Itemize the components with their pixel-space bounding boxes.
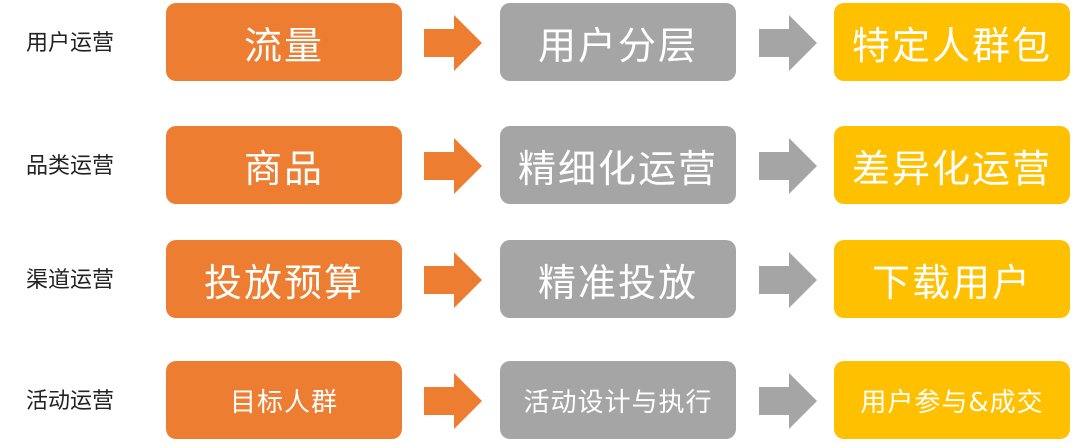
flow-row-user-ops: 用户运营 流量 用户分层 特定人群包: [0, 3, 1080, 85]
arrow-right-icon: [759, 15, 817, 71]
result-box: 差异化运营: [834, 126, 1070, 204]
row-label: 活动运营: [25, 389, 114, 414]
flow-row-channel-ops: 渠道运营 投放预算 精准投放 下载用户: [0, 240, 1080, 322]
arrow-right-icon: [759, 373, 817, 429]
process-box: 用户分层: [500, 3, 736, 81]
process-box: 精准投放: [500, 240, 736, 318]
process-box: 精细化运营: [500, 126, 736, 204]
result-box: 下载用户: [834, 240, 1070, 318]
arrow-right-icon: [424, 138, 482, 194]
source-box: 投放预算: [166, 240, 402, 318]
source-box: 流量: [166, 3, 402, 81]
flow-row-activity-ops: 活动运营 目标人群 活动设计与执行 用户参与&成交: [0, 361, 1080, 443]
result-box: 特定人群包: [834, 3, 1070, 81]
source-box: 目标人群: [166, 361, 402, 439]
row-label: 渠道运营: [25, 268, 114, 293]
row-label: 用户运营: [25, 31, 114, 56]
row-label: 品类运营: [25, 154, 114, 179]
source-box: 商品: [166, 126, 402, 204]
arrow-right-icon: [759, 138, 817, 194]
arrow-right-icon: [424, 15, 482, 71]
arrow-right-icon: [424, 373, 482, 429]
flow-row-category-ops: 品类运营 商品 精细化运营 差异化运营: [0, 126, 1080, 208]
arrow-right-icon: [759, 252, 817, 308]
result-box: 用户参与&成交: [834, 361, 1070, 439]
arrow-right-icon: [424, 252, 482, 308]
process-box: 活动设计与执行: [500, 361, 736, 439]
